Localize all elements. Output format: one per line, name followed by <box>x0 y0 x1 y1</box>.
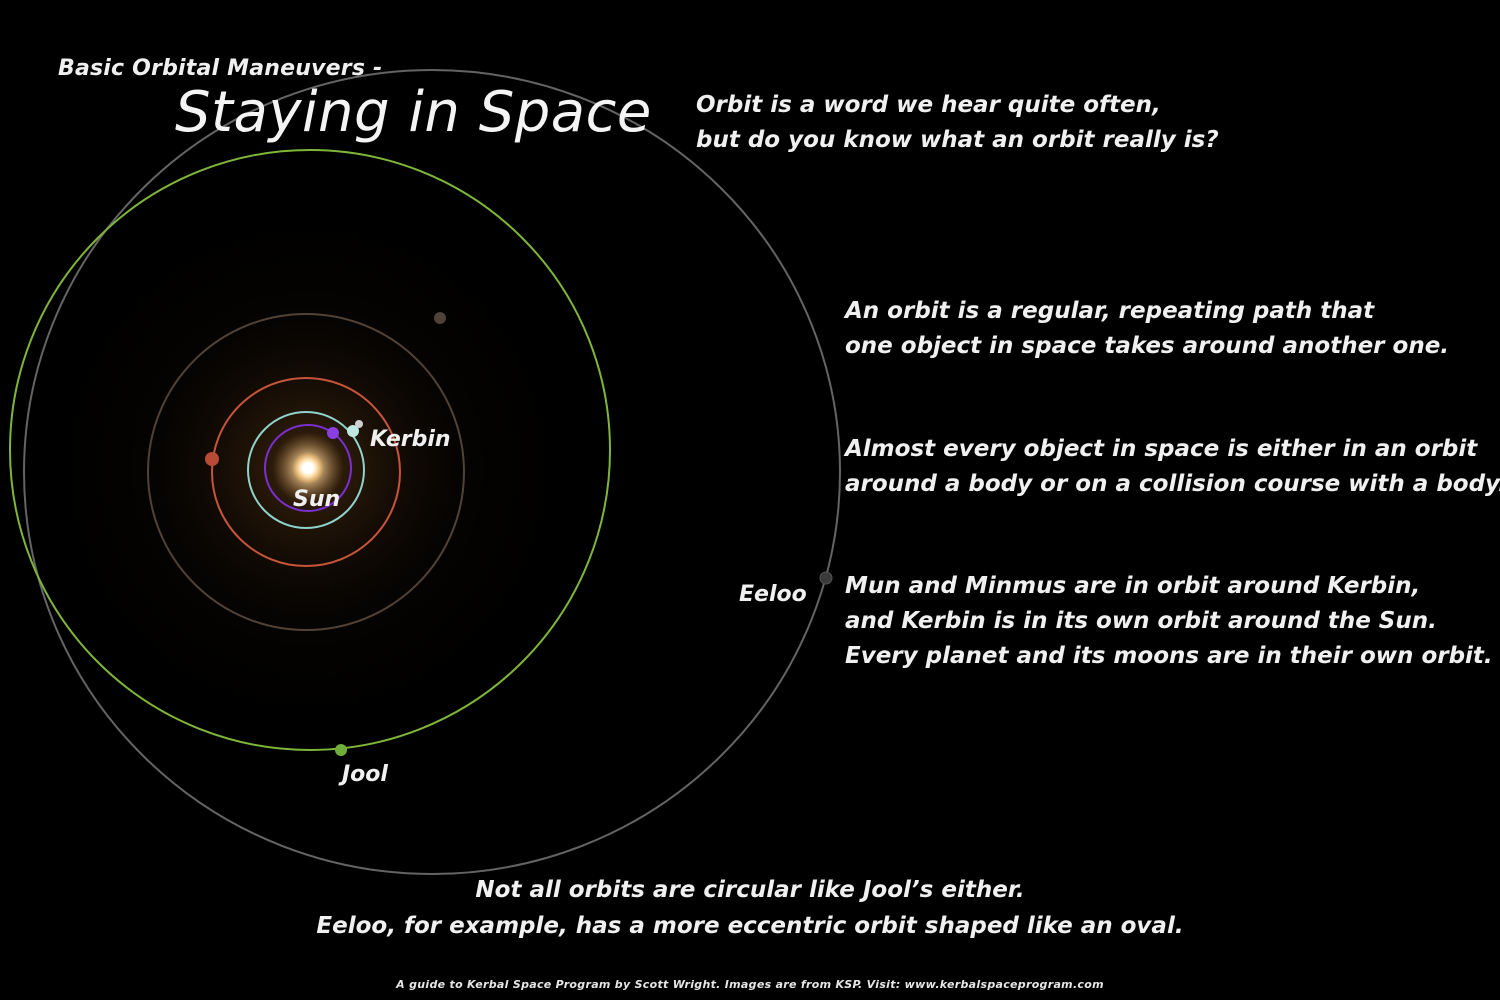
paragraph-line: around a body or on a collision course w… <box>845 471 1500 497</box>
paragraph-moons: Mun and Minmus are in orbit around Kerbi… <box>845 569 1493 674</box>
eccentric-orbit-note: Not all orbits are circular like Jool’s … <box>0 872 1500 944</box>
footer-credit: A guide to Kerbal Space Program by Scott… <box>396 978 1104 991</box>
intro-line-2: but do you know what an orbit really is? <box>696 127 1219 153</box>
note-line-2: Eeloo, for example, has a more eccentric… <box>316 913 1184 939</box>
jool-orbit <box>9 149 611 751</box>
paragraph-every-object: Almost every object in space is either i… <box>845 432 1500 502</box>
paragraph-line: one object in space takes around another… <box>845 333 1450 359</box>
moho-planet <box>327 427 339 439</box>
duna-orbit <box>211 377 401 567</box>
paragraph-line: Every planet and its moons are in their … <box>845 643 1493 669</box>
eeloo-label: Eeloo <box>739 582 807 607</box>
moho-orbit <box>264 424 352 512</box>
jool-planet <box>335 744 347 756</box>
dres-planet <box>434 312 446 324</box>
intro-line-1: Orbit is a word we hear quite often, <box>696 92 1161 118</box>
duna-planet <box>205 452 219 466</box>
paragraph-line: and Kerbin is in its own orbit around th… <box>845 608 1437 634</box>
eeloo-orbit <box>23 69 841 875</box>
sun-core <box>302 462 314 474</box>
paragraph-orbit-definition: An orbit is a regular, repeating path th… <box>845 294 1449 364</box>
eeloo-planet <box>819 571 833 585</box>
sun-label: Sun <box>293 487 341 512</box>
paragraph-line: Almost every object in space is either i… <box>845 436 1478 462</box>
kerbin-moon <box>355 420 363 428</box>
jool-label: Jool <box>342 762 388 787</box>
page-title: Staying in Space <box>175 80 652 145</box>
subtitle: Basic Orbital Maneuvers - <box>58 56 383 81</box>
kerbin-label: Kerbin <box>370 427 451 452</box>
kerbin-planet <box>347 425 359 437</box>
note-line-1: Not all orbits are circular like Jool’s … <box>475 877 1025 903</box>
dres-orbit <box>147 313 465 631</box>
paragraph-line: An orbit is a regular, repeating path th… <box>845 298 1375 324</box>
paragraph-line: Mun and Minmus are in orbit around Kerbi… <box>845 573 1421 599</box>
kerbin-orbit <box>247 411 365 529</box>
intro-text: Orbit is a word we hear quite often, but… <box>696 88 1219 158</box>
